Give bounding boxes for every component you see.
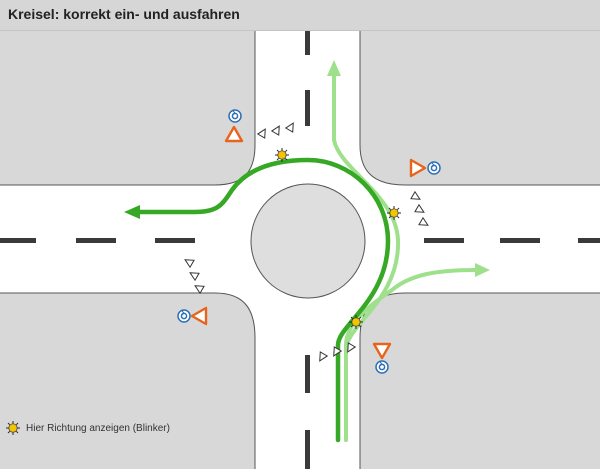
roundabout-sign-icon — [177, 309, 191, 323]
yield-sign-icon — [224, 125, 244, 143]
legend: Hier Richtung anzeigen (Blinker) — [5, 420, 170, 436]
title-bar: Kreisel: korrekt ein- und ausfahren — [0, 0, 600, 31]
south-signs — [372, 342, 392, 374]
diagram-title: Kreisel: korrekt ein- und ausfahren — [8, 6, 240, 22]
arrow-exit-north — [327, 60, 341, 76]
arrow-exit-east — [475, 263, 490, 277]
west-signs — [177, 306, 208, 326]
roundabout-sign-icon — [427, 161, 441, 175]
yield-sign-icon — [190, 306, 208, 326]
turn-signal-icon — [386, 205, 402, 221]
arrow-exit-west — [124, 205, 140, 219]
route-exit-east — [344, 268, 477, 442]
roundabout-sign-icon — [228, 109, 242, 123]
lane-markings — [0, 31, 600, 469]
turn-signal-icon — [348, 314, 364, 330]
east-signs — [409, 158, 441, 178]
route-exit-north — [332, 73, 401, 442]
legend-label: Hier Richtung anzeigen (Blinker) — [26, 422, 170, 434]
turn-signal-icon — [6, 421, 20, 435]
yield-sign-icon — [409, 158, 427, 178]
roundabout-sign-icon — [375, 360, 389, 374]
yield-sign-icon — [372, 342, 392, 360]
turn-signal-icon — [274, 147, 290, 163]
north-west-signs — [224, 109, 244, 143]
roundabout-island — [250, 183, 366, 299]
route-exit-west — [135, 157, 391, 443]
